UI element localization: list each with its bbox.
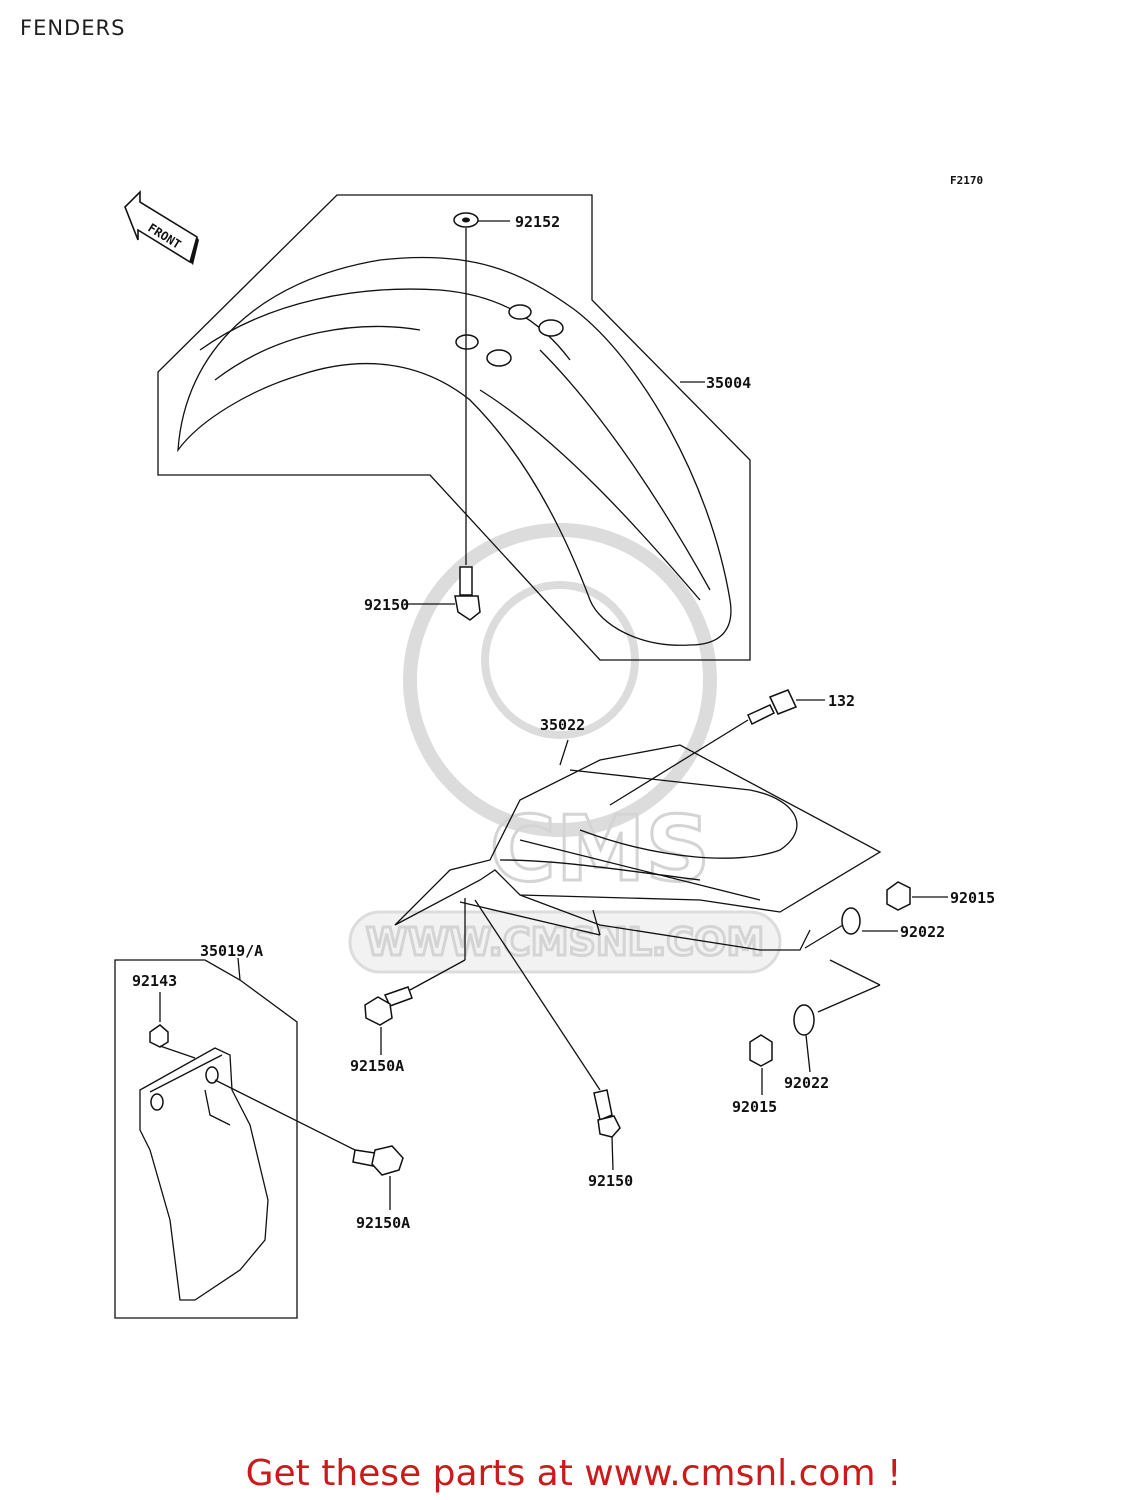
label-92022-right: 92022	[900, 923, 945, 941]
label-92150a-low: 92150A	[356, 1214, 410, 1232]
label-92022-low: 92022	[784, 1074, 829, 1092]
label-35019a: 35019/A	[200, 942, 263, 960]
label-92150a-mid: 92150A	[350, 1057, 404, 1075]
front-direction-arrow: FRONT	[124, 190, 199, 265]
rear-mudflap	[139, 992, 404, 1301]
label-92015-right: 92015	[950, 889, 995, 907]
rear-fender-lower-hardware	[364, 898, 621, 1171]
label-92150-top: 92150	[364, 596, 409, 614]
label-92150-low: 92150	[588, 1172, 633, 1190]
bolt-132	[609, 689, 825, 806]
reference-code: F2170	[950, 174, 983, 187]
front-fender	[177, 256, 732, 646]
rear-fender	[394, 739, 882, 951]
label-92152: 92152	[515, 213, 560, 231]
mudflap-frame	[114, 959, 298, 1319]
label-132: 132	[828, 692, 855, 710]
label-35004: 35004	[706, 374, 751, 392]
watermark-logo: CMS	[490, 797, 710, 902]
front-fender-frame	[157, 194, 751, 661]
cta-link[interactable]: Get these parts at www.cmsnl.com !	[245, 1453, 902, 1494]
front-fender-hardware	[405, 212, 510, 621]
page-title: FENDERS	[20, 16, 126, 40]
label-92015-low: 92015	[732, 1098, 777, 1116]
label-92143: 92143	[132, 972, 177, 990]
rear-fender-right-hardware	[749, 881, 948, 1095]
label-35022: 35022	[540, 716, 585, 734]
